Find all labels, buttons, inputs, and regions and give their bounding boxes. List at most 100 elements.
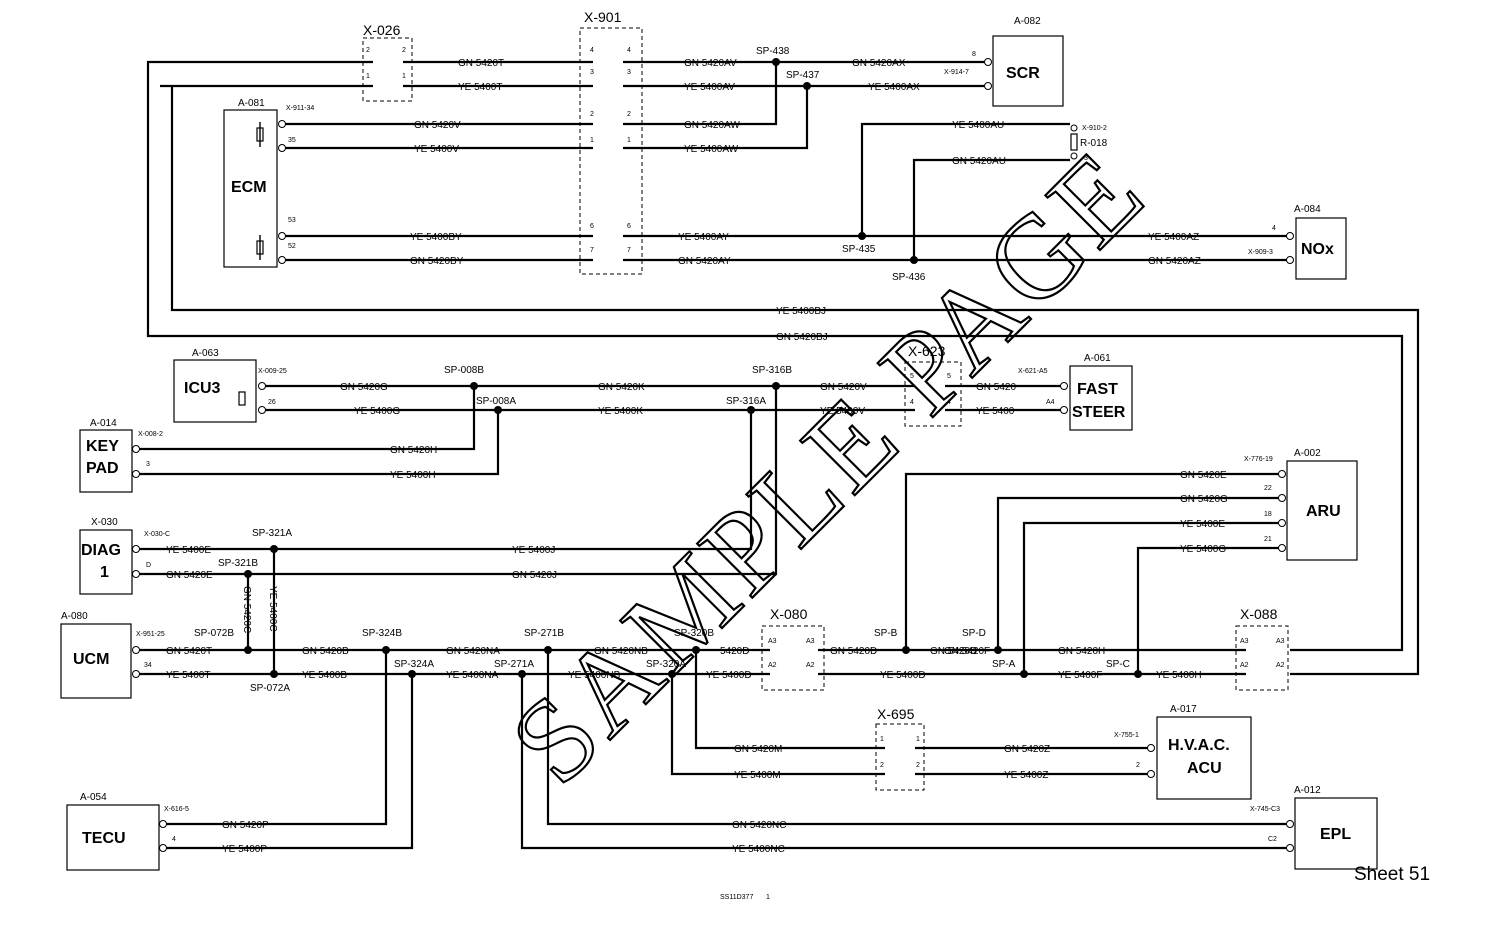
- svg-text:4: 4: [590, 47, 594, 54]
- splice-label: SP-435: [842, 244, 876, 255]
- wire-label: YE 5400E: [166, 545, 211, 556]
- wire-label: GN 5420P: [222, 820, 269, 831]
- wire-label: YE 5400D: [880, 670, 926, 681]
- svg-text:26: 26: [268, 399, 276, 406]
- wire-label: YE 5400H: [1156, 670, 1202, 681]
- module-nox[interactable]: A-084 NOx: [1294, 204, 1347, 280]
- module-id: A-063: [192, 348, 219, 359]
- svg-text:2: 2: [590, 111, 594, 118]
- svg-text:X-745-C3: X-745-C3: [1250, 806, 1280, 813]
- connector-label: X-623: [908, 343, 946, 359]
- module-key-pad[interactable]: A-014 KEY PAD: [79, 418, 133, 493]
- connector-x080[interactable]: X-080: [761, 606, 825, 691]
- svg-text:1: 1: [627, 137, 631, 144]
- module-name: UCM: [73, 651, 109, 668]
- svg-text:7: 7: [627, 247, 631, 254]
- svg-text:4: 4: [1272, 225, 1276, 232]
- svg-text:X-914-7: X-914-7: [944, 69, 969, 76]
- splice-labels: SP-438 SP-437 SP-435 SP-436 SP-008B SP-0…: [194, 46, 1130, 694]
- module-name: NOx: [1301, 241, 1334, 258]
- splice-label: SP-437: [786, 70, 820, 81]
- module-id: A-017: [1170, 704, 1197, 715]
- splice-dots: [244, 58, 1142, 678]
- connector-x695[interactable]: X-695: [875, 706, 925, 791]
- svg-text:X-755-1: X-755-1: [1114, 732, 1139, 739]
- terminals: [132, 58, 1294, 852]
- module-ecm[interactable]: A-081 ECM: [223, 98, 278, 268]
- wire-label: YE 5400J: [512, 545, 555, 556]
- splice-label: SP-320B: [674, 628, 714, 639]
- connector-label: X-901: [584, 9, 622, 25]
- module-icu3[interactable]: A-063 ICU3: [173, 348, 257, 423]
- svg-text:35: 35: [288, 137, 296, 144]
- connector-label: X-026: [363, 22, 401, 38]
- splice-label: SP-B: [874, 628, 898, 639]
- svg-text:4: 4: [627, 47, 631, 54]
- splice-label: SP-072B: [194, 628, 234, 639]
- wire-label: GN 5420BJ: [776, 332, 828, 343]
- wire-label: GN 5420G: [340, 382, 388, 393]
- splice-label: SP-D: [962, 628, 986, 639]
- wire-label: GN 5420Z: [1004, 744, 1050, 755]
- wire-label: YE 5400T: [458, 82, 502, 93]
- wire-label: GN 5420G: [1180, 494, 1228, 505]
- wire-label: GN 5420V: [820, 382, 867, 393]
- wire-label: YE 5400C: [267, 586, 278, 632]
- sample-page-watermark: SAMPLE PAGE: [486, 124, 1170, 808]
- wire-label: YE 5400M: [734, 770, 781, 781]
- svg-text:X-616-5: X-616-5: [164, 806, 189, 813]
- splice-label: SP-008A: [476, 396, 516, 407]
- module-ucm[interactable]: A-080 UCM: [60, 611, 132, 699]
- module-tecu[interactable]: A-054 TECU: [66, 792, 160, 871]
- module-id: A-012: [1294, 785, 1321, 796]
- svg-text:3: 3: [1084, 155, 1088, 162]
- module-diag[interactable]: X-030 DIAG 1: [79, 517, 133, 595]
- connector-x026[interactable]: X-026: [362, 22, 413, 102]
- wire-label: YE 5400V: [414, 144, 459, 155]
- wire-label: GN 5420B: [302, 646, 349, 657]
- splice-label: SP-436: [892, 272, 926, 283]
- wire-label: YE 5400NB: [568, 670, 621, 681]
- connector-x901[interactable]: X-901: [579, 9, 643, 275]
- svg-text:A3: A3: [768, 638, 777, 645]
- module-hvac-acu[interactable]: A-017 H.V.A.C. ACU: [1156, 704, 1252, 800]
- svg-text:52: 52: [288, 243, 296, 250]
- svg-text:1: 1: [366, 73, 370, 80]
- splice-label: SP-A: [992, 659, 1016, 670]
- wire-label: YE 5400G: [354, 406, 400, 417]
- wire-label: GN 5420T: [166, 646, 212, 657]
- module-name: ARU: [1306, 503, 1341, 520]
- wire-label: GN 5420J: [512, 570, 557, 581]
- connector-x088[interactable]: X-088: [1235, 606, 1289, 691]
- wire-label: GN 5420M: [734, 744, 782, 755]
- module-aru[interactable]: A-002 ARU: [1286, 448, 1358, 561]
- wire-label: GN 5420H: [390, 445, 437, 456]
- svg-text:X-008-2: X-008-2: [138, 431, 163, 438]
- svg-text:A2: A2: [1240, 662, 1249, 669]
- svg-text:A2: A2: [806, 662, 815, 669]
- wire-label: GN 5420D: [830, 646, 877, 657]
- svg-text:5: 5: [910, 373, 914, 380]
- module-name-line1: FAST: [1077, 381, 1118, 398]
- module-name-line1: H.V.A.C.: [1168, 737, 1230, 754]
- module-id: A-081: [238, 98, 265, 109]
- svg-text:R-018: R-018: [1080, 138, 1108, 149]
- wire-label: YE 5400F: [1058, 670, 1102, 681]
- wire-label: GN 5420BY: [410, 256, 464, 267]
- module-epl[interactable]: A-012 EPL: [1294, 785, 1378, 870]
- connector-x623[interactable]: X-623: [904, 343, 962, 427]
- wire-label: GN 5420: [976, 382, 1016, 393]
- wire-label: YE 5400NA: [446, 670, 499, 681]
- svg-text:2: 2: [627, 111, 631, 118]
- wire-label: YE 5400BY: [410, 232, 462, 243]
- module-scr[interactable]: A-082 SCR: [992, 16, 1064, 107]
- svg-text:D: D: [146, 562, 151, 569]
- svg-text:4: 4: [172, 836, 176, 843]
- module-fast-steer[interactable]: A-061 FAST STEER: [1069, 353, 1133, 431]
- sheet-number: Sheet 51: [1354, 864, 1430, 885]
- splice-label: SP-316B: [752, 365, 792, 376]
- svg-text:X-009-25: X-009-25: [258, 368, 287, 375]
- wire-label: YE 5400AZ: [1148, 232, 1199, 243]
- svg-text:2: 2: [1136, 762, 1140, 769]
